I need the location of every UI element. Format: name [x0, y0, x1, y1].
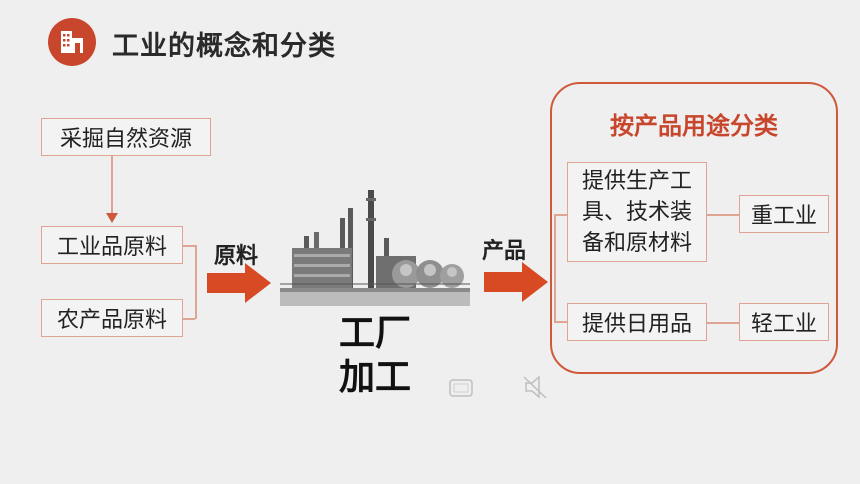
industrial-material-box: 工业品原料 [41, 226, 183, 264]
factory-label: 工厂 加工 [330, 312, 420, 400]
product-label: 产品 [482, 239, 527, 264]
heavy-connector [707, 214, 739, 216]
agricultural-material-box: 农产品原料 [41, 299, 183, 337]
use-bracket-bottom [554, 321, 567, 323]
heavy-use-line1: 提供生产工 [581, 168, 692, 194]
bracket-bottom [183, 318, 195, 320]
heavy-use-line3: 备和原材料 [581, 230, 692, 256]
light-industry-box: 轻工业 [739, 303, 829, 341]
factory-illustration [280, 190, 470, 306]
bracket-top [183, 245, 195, 247]
raw-material-arrow [207, 263, 271, 303]
page-title: 工业的概念和分类 [112, 31, 336, 62]
factory-building-icon [61, 31, 83, 53]
screen-icon [449, 379, 473, 397]
product-arrow [484, 262, 548, 302]
factory-label-line2: 加工 [338, 357, 411, 398]
muted-speaker-icon [523, 375, 547, 399]
source-box: 采掘自然资源 [41, 118, 211, 156]
heavy-industry-box: 重工业 [739, 195, 829, 233]
classification-group [550, 82, 838, 374]
classification-title: 按产品用途分类 [610, 112, 778, 140]
use-bracket-top [554, 214, 567, 216]
heavy-use-line2: 具、技术装 [581, 199, 692, 225]
bracket-vertical [195, 245, 197, 319]
factory-label-line1: 工厂 [338, 313, 411, 354]
heavy-use-box: 提供生产工 具、技术装 备和原材料 [567, 162, 707, 262]
raw-material-label: 原料 [214, 244, 259, 269]
light-connector [707, 322, 739, 324]
light-use-box: 提供日用品 [567, 303, 707, 341]
use-bracket-vertical [554, 214, 556, 322]
source-connector [111, 156, 113, 218]
header-icon [48, 18, 96, 66]
down-arrowhead-icon [106, 213, 118, 223]
